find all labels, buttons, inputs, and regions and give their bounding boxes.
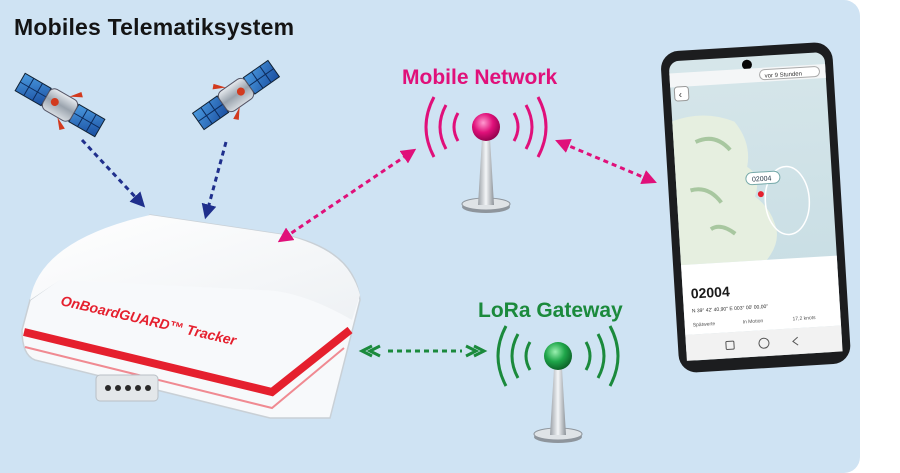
back-nav-icon[interactable] xyxy=(792,336,799,346)
tracker-lora-link xyxy=(358,344,488,358)
status-1: Spätwerte xyxy=(693,321,716,328)
coordinates: N 39° 42' 40,90'' E 003° 00' 00,00'' xyxy=(692,304,769,315)
location-pin-icon xyxy=(757,191,764,198)
status-2: In Motion xyxy=(742,318,763,325)
satellite-1-downlink xyxy=(80,138,146,208)
satellite-2-icon xyxy=(191,59,281,131)
mobile-network-tower-icon xyxy=(424,96,548,213)
smartphone: ‹ vor 9 Stunden 02004 02004 N 39° 42' 40… xyxy=(661,42,851,373)
time-chip-label: vor 9 Stunden xyxy=(765,71,803,79)
back-chevron-icon: ‹ xyxy=(678,90,682,101)
satellite-1-icon xyxy=(14,72,106,138)
mobile-phone-link xyxy=(555,138,657,185)
recent-apps-icon[interactable] xyxy=(725,340,735,350)
mobile-network-label: Mobile Network xyxy=(402,66,558,89)
device-id: 02004 xyxy=(690,283,730,301)
status-3: 17,2 knots xyxy=(792,315,816,322)
lora-gateway-icon xyxy=(496,325,620,443)
time-chip xyxy=(759,66,820,81)
map-marker[interactable] xyxy=(745,170,781,186)
home-icon[interactable] xyxy=(758,337,770,349)
satellite-2-downlink xyxy=(201,141,228,220)
tracker-device: OnBoardGUARD™ Tracker xyxy=(21,214,361,419)
back-button[interactable] xyxy=(673,86,690,102)
map-marker-label: 02004 xyxy=(752,175,772,183)
lora-gateway-label: LoRa Gateway xyxy=(478,299,623,322)
tracker-mobile-link xyxy=(277,148,417,243)
diagram-title: Mobiles Telematiksystem xyxy=(14,14,295,40)
